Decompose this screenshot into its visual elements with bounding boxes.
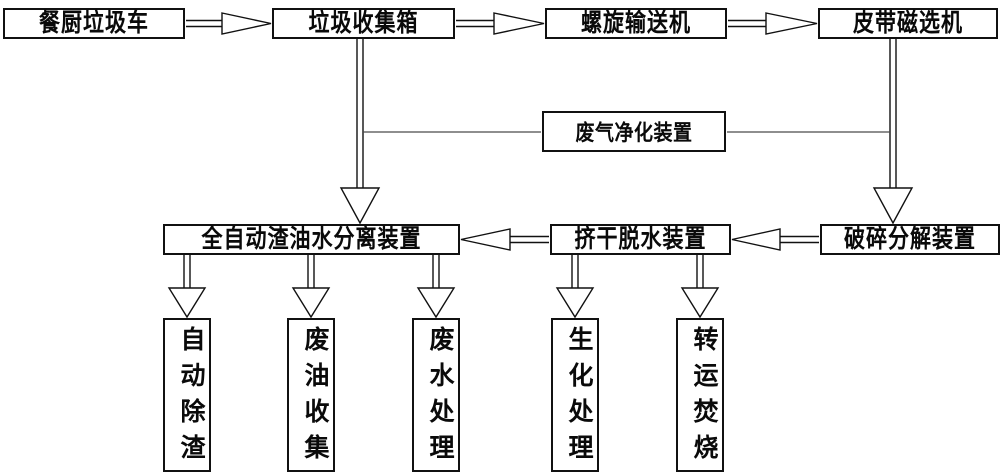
connector-arrow-down (555, 255, 595, 319)
connector-arrow-left (460, 228, 549, 251)
connector-arrow-right (456, 12, 545, 35)
node-label: 废水处理 (426, 326, 455, 470)
node-waste-oil-collection[interactable]: 废油收集 (287, 318, 335, 472)
node-crushing-decomposition-device[interactable]: 破碎分解装置 (820, 224, 1000, 255)
connector-arrow-down (680, 255, 720, 319)
node-exhaust-gas-purifier[interactable]: 废气净化装置 (542, 111, 726, 152)
node-canting-truck[interactable]: 餐厨垃圾车 (3, 8, 185, 39)
node-auto-oil-water-separator[interactable]: 全自动渣油水分离装置 (163, 224, 460, 255)
node-label: 生化处理 (565, 326, 594, 470)
node-label: 挤干脱水装置 (574, 224, 707, 254)
connector-arrow-down (416, 255, 456, 319)
node-belt-magnetic-separator[interactable]: 皮带磁选机 (818, 8, 998, 39)
node-label: 垃圾收集箱 (308, 8, 419, 38)
node-garbage-collection-bin[interactable]: 垃圾收集箱 (272, 8, 455, 39)
node-label: 废油收集 (301, 326, 330, 470)
node-transfer-incineration[interactable]: 转运焚烧 (676, 318, 724, 472)
connector-arrow-right (186, 12, 272, 35)
node-label: 餐厨垃圾车 (39, 8, 149, 38)
node-biochemical-treatment[interactable]: 生化处理 (551, 318, 599, 472)
connector-arrow-left (731, 228, 819, 251)
node-label: 破碎分解装置 (844, 224, 976, 254)
connector-arrow-down (291, 255, 331, 319)
connector-arrow-down (872, 39, 914, 225)
node-label: 自动除渣 (177, 326, 206, 470)
node-squeeze-dewatering-device[interactable]: 挤干脱水装置 (550, 224, 731, 255)
node-label: 全自动渣油水分离装置 (201, 224, 422, 254)
node-label: 转运焚烧 (690, 326, 719, 470)
node-auto-slag-removal[interactable]: 自动除渣 (163, 318, 211, 472)
connector-arrow-right (728, 12, 818, 35)
connector-arrow-down (339, 39, 381, 225)
node-screw-conveyor[interactable]: 螺旋输送机 (545, 8, 727, 39)
node-label: 皮带磁选机 (853, 8, 963, 38)
node-wastewater-treatment[interactable]: 废水处理 (412, 318, 460, 472)
node-label: 螺旋输送机 (581, 8, 691, 38)
connector-arrow-down (167, 255, 207, 319)
node-label: 废气净化装置 (575, 120, 693, 146)
